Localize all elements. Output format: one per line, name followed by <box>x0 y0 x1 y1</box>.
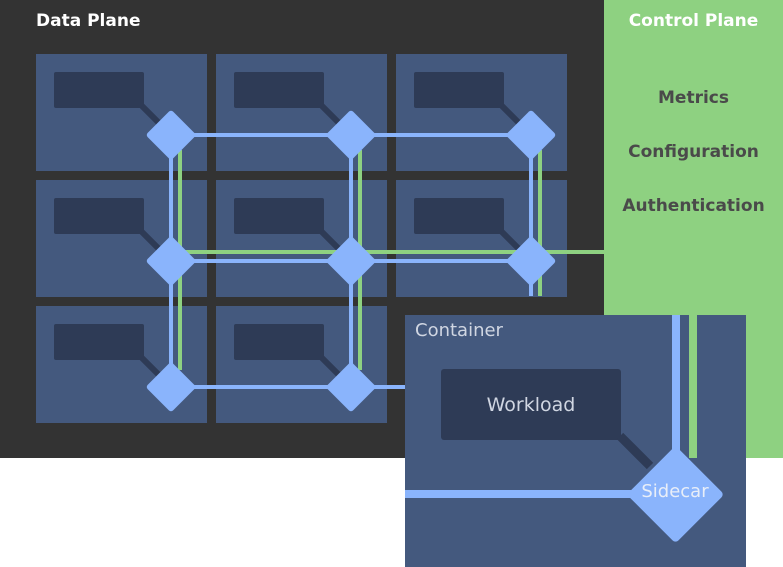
sidecar-node <box>326 110 376 160</box>
workload-box <box>54 198 144 234</box>
workload-box-large: Workload <box>441 369 621 440</box>
sidecar-label: Sidecar <box>641 481 709 502</box>
control-plane-configuration: Configuration <box>628 142 759 162</box>
workload-box <box>234 324 324 360</box>
sidecar-node <box>326 236 376 286</box>
workload-box <box>414 198 504 234</box>
workload-box <box>54 72 144 108</box>
control-link <box>689 315 697 458</box>
sidecar-node <box>506 110 556 160</box>
connector <box>616 432 654 470</box>
sidecar-node-large <box>628 447 723 542</box>
workload-box <box>414 72 504 108</box>
sidecar-node <box>506 236 556 286</box>
control-plane-title: Control Plane <box>628 11 759 31</box>
workload-box <box>54 324 144 360</box>
control-plane-metrics: Metrics <box>658 88 729 108</box>
sidecar-node <box>146 362 196 412</box>
sidecar-node <box>146 236 196 286</box>
data-plane-title: Data Plane <box>36 11 141 31</box>
workload-box <box>234 198 324 234</box>
sidecar-node <box>326 362 376 412</box>
sidecar-node <box>146 110 196 160</box>
workload-box <box>234 72 324 108</box>
control-plane-authentication: Authentication <box>622 196 765 216</box>
container-label: Container <box>415 320 503 341</box>
